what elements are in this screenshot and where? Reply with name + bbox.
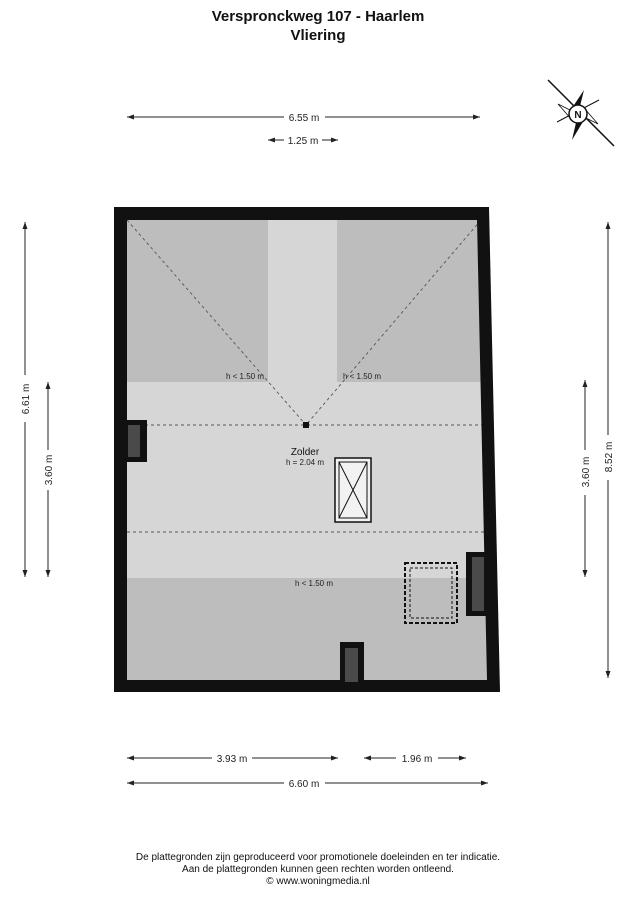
dimension-right-inner: 3.60 m: [581, 380, 592, 577]
svg-text:6.55 m: 6.55 m: [289, 113, 320, 124]
window-left: [124, 420, 147, 462]
attic-hatch: [334, 457, 372, 523]
svg-text:1.25 m: 1.25 m: [288, 136, 319, 147]
dimension-bottom-right: 1.96 m: [364, 754, 466, 765]
room-name: Zolder: [291, 447, 320, 458]
height-label-right: h < 1.50 m: [343, 372, 381, 381]
svg-text:3.60 m: 3.60 m: [581, 457, 592, 488]
svg-text:6.61 m: 6.61 m: [21, 384, 32, 415]
compass-label: N: [574, 110, 581, 121]
window-right: [466, 552, 488, 616]
svg-text:3.93 m: 3.93 m: [217, 754, 248, 765]
skylight-outline: [404, 562, 458, 624]
svg-text:1.96 m: 1.96 m: [402, 754, 433, 765]
svg-text:6.60 m: 6.60 m: [289, 779, 320, 790]
dimension-bottom-left: 3.93 m: [127, 754, 338, 765]
svg-text:8.52 m: 8.52 m: [604, 442, 615, 473]
dimension-bottom-overall: 6.60 m: [127, 779, 488, 790]
copyright-link[interactable]: © www.woningmedia.nl: [266, 876, 370, 887]
dimension-right-overall: 8.52 m: [604, 222, 615, 678]
window-bottom: [340, 642, 364, 684]
dimension-top-inner: 1.25 m: [268, 136, 338, 147]
disclaimer-line-2: Aan de plattegronden kunnen geen rechten…: [182, 864, 454, 875]
floor-name: Vliering: [290, 27, 346, 44]
compass-north-icon: N: [547, 79, 615, 147]
room-height: h = 2.04 m: [286, 458, 324, 467]
room-zolder: [126, 219, 487, 680]
dimension-left-overall: 6.61 m: [21, 222, 32, 577]
height-label-left: h < 1.50 m: [226, 372, 264, 381]
dimension-left-inner: 3.60 m: [44, 382, 55, 577]
page-title: Verspronckweg 107 - Haarlem: [211, 8, 425, 25]
svg-text:3.60 m: 3.60 m: [44, 455, 55, 486]
dimension-top-overall: 6.55 m: [127, 113, 480, 124]
height-label-bottom: h < 1.50 m: [295, 579, 333, 588]
disclaimer-line-1: De plattegronden zijn geproduceerd voor …: [135, 852, 501, 863]
